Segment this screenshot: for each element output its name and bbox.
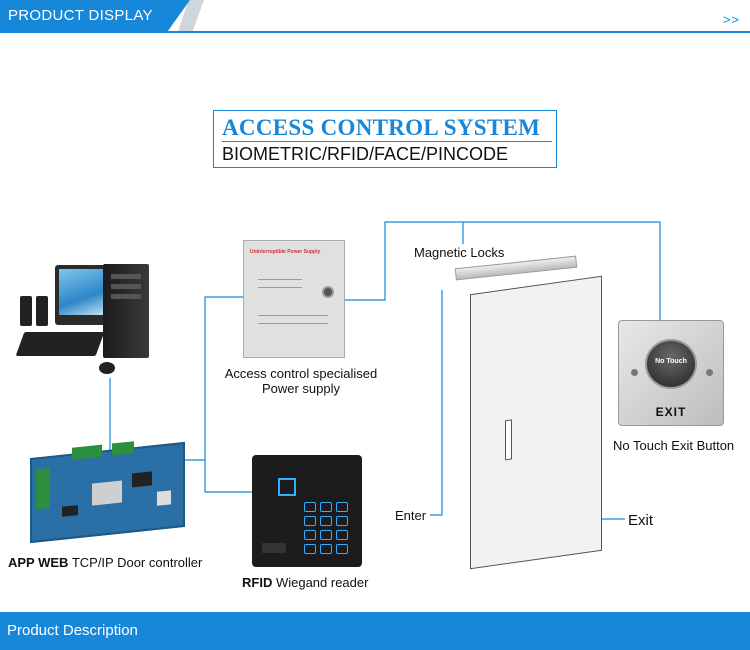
power-supply-box: Uninterruptible Power Supply	[243, 240, 345, 358]
reader-label: RFID Wiegand reader	[242, 575, 369, 590]
enter-leader	[430, 290, 443, 516]
door	[470, 275, 602, 570]
header-tab-label: PRODUCT DISPLAY	[8, 7, 153, 24]
controller-label: APP WEB TCP/IP Door controller	[8, 555, 203, 570]
wire-psu-reader	[204, 296, 253, 493]
maglock-label: Magnetic Locks	[414, 245, 505, 260]
no-touch-exit-button: No Touch EXIT	[618, 320, 724, 426]
wire-psu-exit	[345, 221, 661, 322]
header-bar: PRODUCT DISPLAY >>	[0, 0, 750, 34]
lock-icon	[322, 286, 334, 298]
header-divider	[0, 31, 750, 33]
header-tab[interactable]: PRODUCT DISPLAY	[0, 0, 190, 32]
sensor-button: No Touch	[645, 339, 697, 389]
footer-bar: Product Description	[0, 612, 750, 650]
enter-label: Enter	[395, 508, 427, 523]
card-sensor-icon	[278, 478, 296, 496]
door-handle	[505, 419, 512, 461]
diagram-subtitle: BIOMETRIC/RFID/FACE/PINCODE	[222, 144, 509, 164]
keyboard	[15, 332, 105, 356]
pc-tower	[103, 264, 149, 358]
exit-label: Exit	[628, 512, 654, 529]
exit-button-label: No Touch Exit Button	[613, 438, 735, 453]
exit-plate-text: EXIT	[655, 405, 687, 419]
diagram-title: ACCESS CONTROL SYSTEM	[222, 115, 541, 140]
title-box: ACCESS CONTROL SYSTEM BIOMETRIC/RFID/FAC…	[213, 110, 557, 168]
title-underline	[222, 141, 552, 142]
speaker-left-2	[20, 296, 32, 326]
rfid-reader	[252, 455, 362, 567]
power-supply-label: Access control specialised Power supply	[224, 366, 378, 396]
door-controller-board	[30, 441, 185, 544]
monitor	[55, 265, 111, 325]
more-link[interactable]: >>	[722, 12, 740, 27]
speaker-left	[36, 296, 48, 326]
footer-label[interactable]: Product Description	[7, 622, 138, 639]
mouse	[99, 362, 115, 374]
